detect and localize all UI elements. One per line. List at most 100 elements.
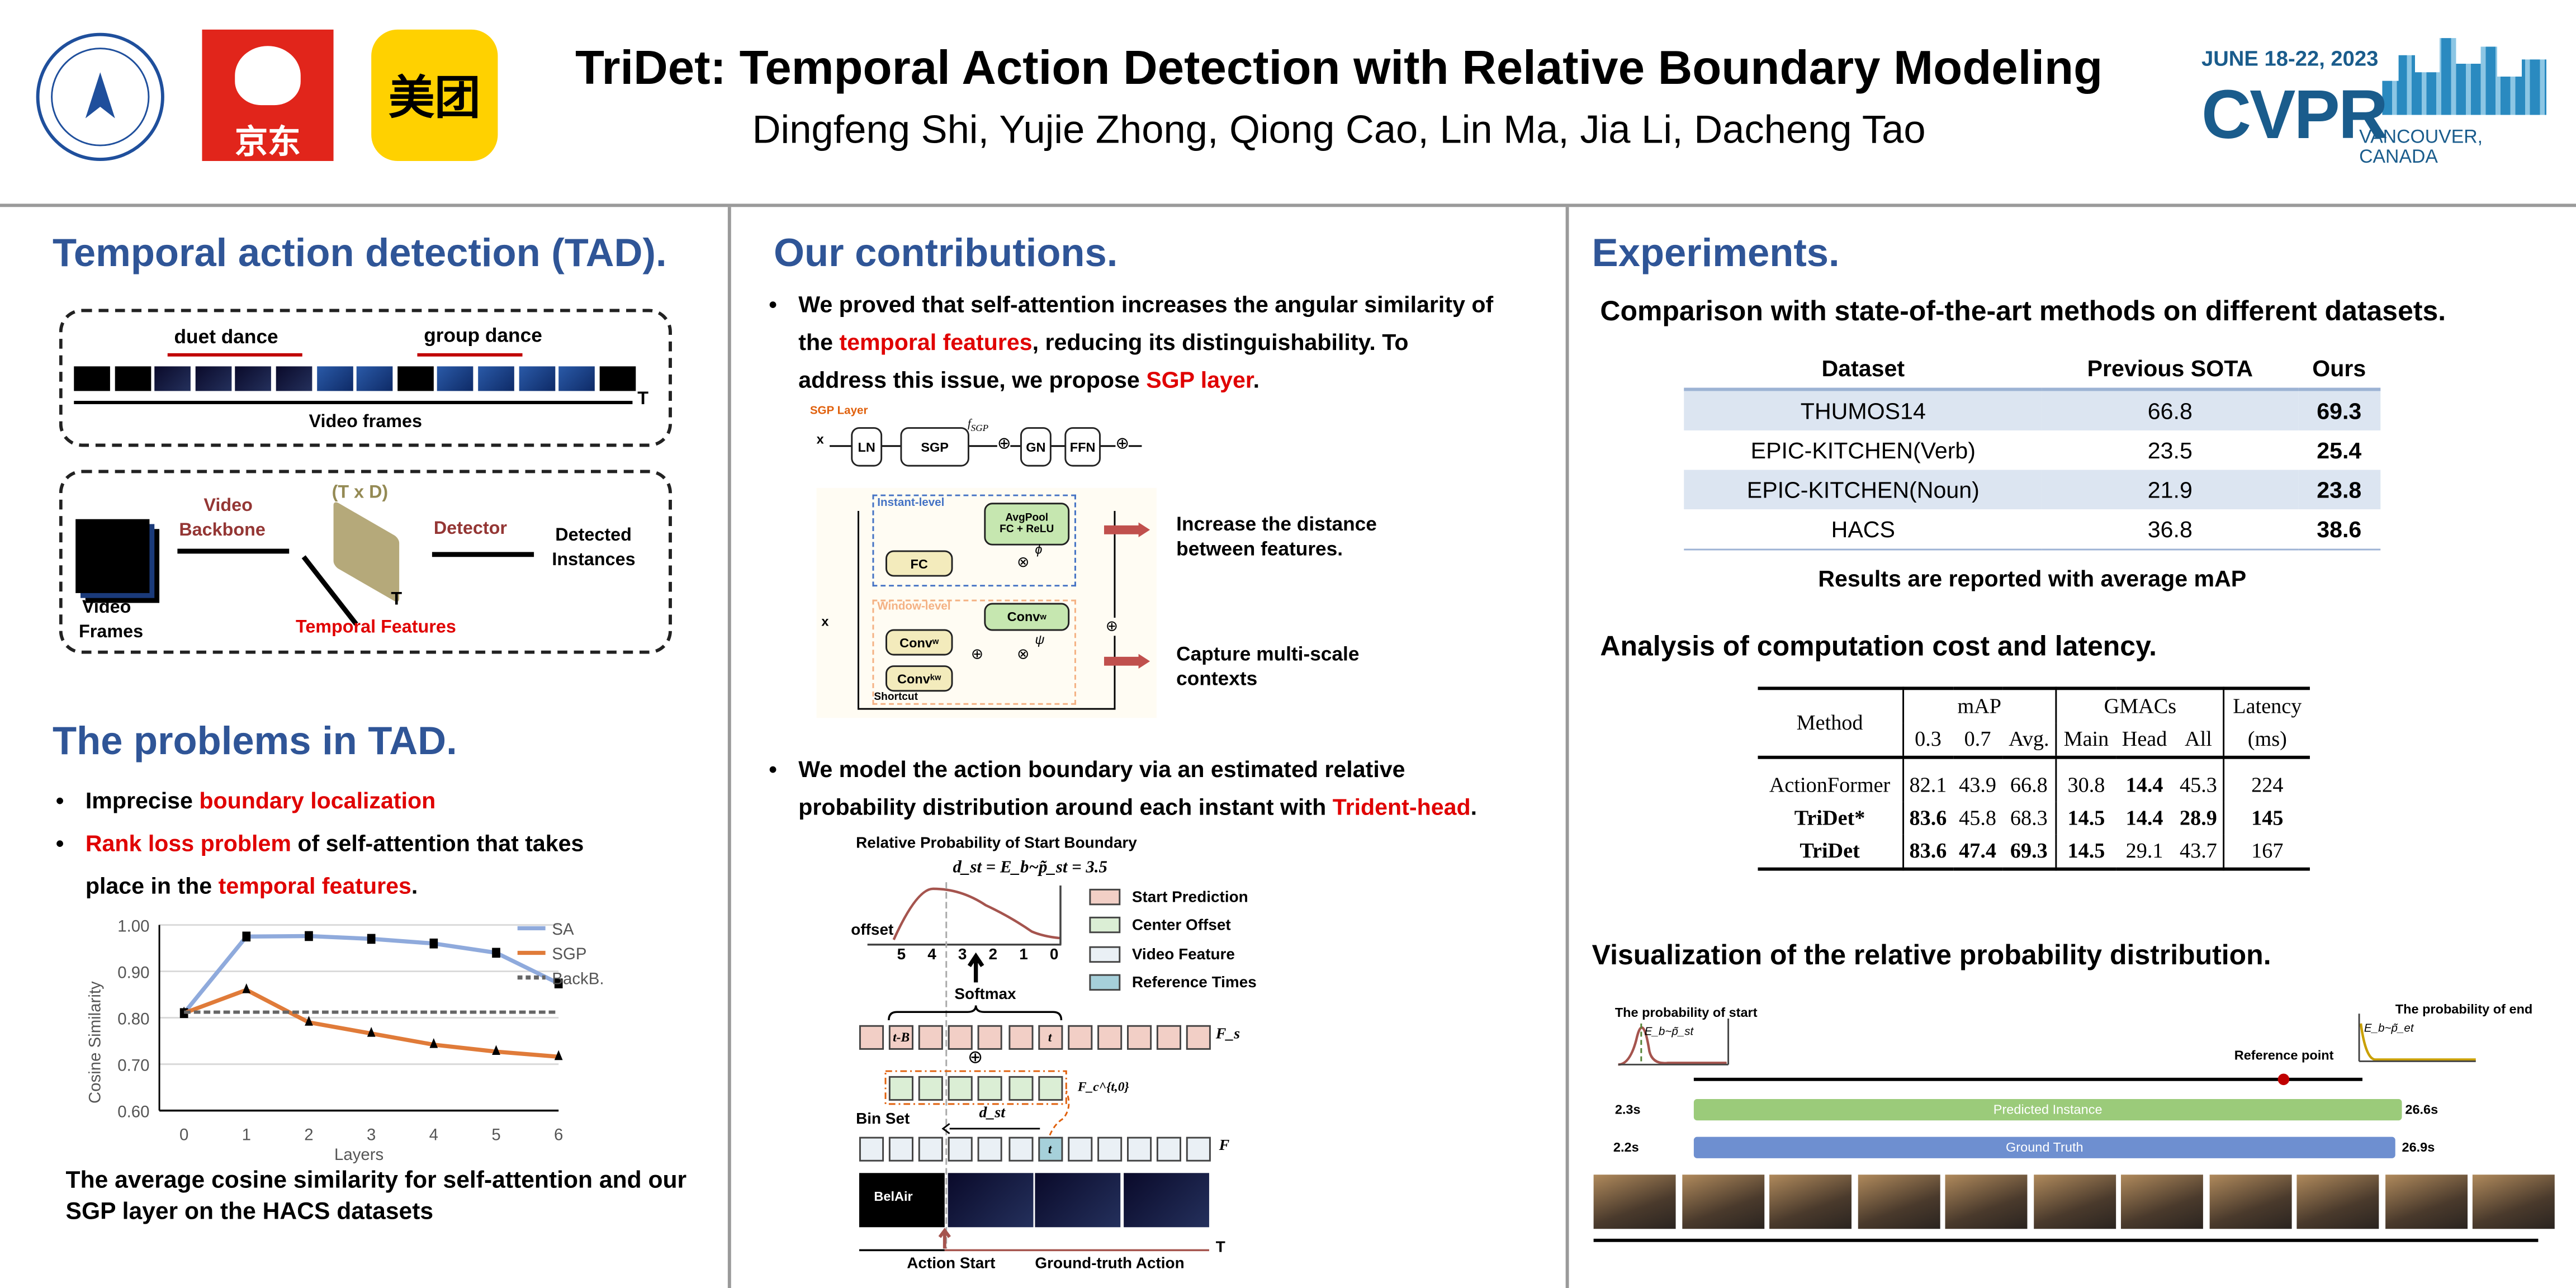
legend-reference-times: Reference Times: [1089, 974, 1257, 992]
data-point: [492, 948, 500, 958]
up-arrow-icon: [967, 952, 984, 983]
chart-caption: The average cosine similarity for self-a…: [66, 1167, 687, 1229]
jd-logo: 京东: [202, 29, 334, 162]
gn-block: GN: [1020, 427, 1052, 467]
caption-line: The average cosine similarity for self-a…: [65, 1168, 687, 1195]
video-feature-cell: [1007, 1137, 1033, 1162]
table-cell: 14.5: [2055, 802, 2116, 835]
legend-video-feature: Video Feature: [1089, 946, 1235, 964]
ffn-block: FFN: [1064, 427, 1101, 467]
duet-arrow: [167, 353, 302, 357]
softmax-brace: [888, 1005, 1063, 1021]
data-point: [429, 1038, 438, 1048]
y-tick-label: 0.70: [117, 1056, 149, 1074]
phi-label: ϕ: [1035, 542, 1043, 557]
video-frame: [2472, 1175, 2555, 1229]
col-header: mAP: [1901, 688, 2057, 723]
start-prediction-cell: [1067, 1025, 1092, 1050]
offset-tick: 3: [958, 946, 967, 965]
highlight: Trident-head: [1332, 793, 1471, 820]
problem-bullet-cont: place in the temporal features.: [86, 868, 418, 906]
detector-label: Detector: [433, 519, 507, 539]
detected-instances: Instances: [552, 550, 636, 570]
add-icon: ⊕: [1105, 617, 1118, 636]
sgp-layer-label: SGP Layer: [809, 405, 868, 418]
data-point: [242, 983, 251, 993]
data-point: [554, 1050, 563, 1060]
instant-level-box: [872, 494, 1076, 587]
detected-instances: Detected: [555, 525, 632, 546]
reference-point-label: Reference point: [2234, 1048, 2334, 1063]
center-offset-box: [884, 1070, 1067, 1105]
bullet-highlight: temporal features: [218, 872, 411, 899]
start-prediction-cell: [918, 1025, 944, 1050]
start-prediction-cell: [978, 1025, 1003, 1050]
bullet-highlight: Rank loss problem: [85, 830, 291, 856]
text: We model the action boundary via an esti…: [798, 755, 1405, 782]
video-frame: [316, 366, 353, 391]
fc-block: FC: [886, 550, 953, 577]
action-start-arrow: [938, 1228, 951, 1249]
video-frame: [1593, 1175, 1676, 1229]
table-cell: EPIC-KITCHEN(Verb): [1750, 437, 1976, 463]
group-arrow: [417, 353, 523, 357]
table-cell: 14.4: [2125, 772, 2163, 797]
table-cell: 66.8: [2147, 397, 2193, 424]
detector-arrow: [432, 552, 534, 557]
cvpr-location: VANCOUVER, CANADA: [2359, 128, 2483, 168]
add-icon: ⊕: [1115, 435, 1130, 454]
window-level-label: Window-level: [877, 601, 951, 613]
video-frame: [1681, 1175, 1764, 1229]
poster-title: TriDet: Temporal Action Detection with R…: [575, 42, 2103, 96]
sgp-block: SGP: [900, 427, 969, 467]
authors: Dingfeng Shi, Yujie Zhong, Qiong Cao, Li…: [752, 108, 1926, 153]
legend-label: BackB.: [552, 969, 604, 988]
video-frame: [478, 366, 514, 391]
backbone-label: Video: [203, 496, 253, 516]
trident-lines: [859, 882, 1209, 1252]
video-frame: [1035, 1173, 1121, 1228]
video-frame: [558, 366, 595, 391]
x-tick-label: 0: [179, 1126, 188, 1144]
sub-header: Head: [2122, 726, 2167, 751]
video-feature-cell: [859, 1137, 884, 1162]
sgp-diagram: SGP Layer x LN SGP fSGP ⊕ GN FFN ⊕ Insta…: [810, 402, 1163, 719]
start-prediction-cell: [1186, 1025, 1211, 1050]
softmax-label: Softmax: [954, 986, 1016, 1004]
offset-tick: 1: [1019, 946, 1028, 965]
buaa-logo: [36, 32, 164, 162]
visualization-title: Visualization of the relative probabilit…: [1592, 939, 2271, 971]
data-point: [429, 938, 438, 949]
time-axis: [74, 401, 633, 404]
fc-label: F_c^{t,0}: [1077, 1079, 1129, 1095]
series-line-sa: [182, 934, 560, 1015]
table-cell: HACS: [1831, 515, 1895, 542]
offset-tick: 5: [897, 946, 906, 965]
video-frame: [518, 366, 555, 391]
video-frame: [2296, 1175, 2379, 1229]
text: .: [1470, 793, 1478, 820]
bullet-text: .: [411, 872, 418, 899]
table-cell: 45.3: [2180, 772, 2217, 797]
x-tick-label: 5: [491, 1126, 500, 1144]
table-header: Dataset Previous SOTA Ours: [1684, 348, 2381, 390]
predicted-instance-bar: Predicted Instance: [1693, 1099, 2402, 1121]
video-frame: [2209, 1175, 2291, 1229]
center-offset-cell: [978, 1076, 1003, 1101]
txd-label: (T x D): [332, 483, 389, 503]
pred-start: 2.3s: [1614, 1102, 1641, 1117]
sub-header: 0.3: [1901, 723, 1953, 757]
start-prediction-cell: [859, 1025, 884, 1050]
center-offset-cell: [918, 1076, 944, 1101]
sub-header: All: [2185, 726, 2212, 751]
start-prediction-cell: t: [1038, 1025, 1063, 1050]
caption-line: SGP layer on the HACS datasets: [65, 1199, 434, 1226]
ground-truth-bar: Ground Truth: [1693, 1137, 2395, 1158]
table-cell: 82.1: [1901, 757, 1953, 802]
col-header: Method: [1796, 709, 1863, 735]
shortcut-line: [858, 510, 1116, 710]
ln-block: LN: [851, 427, 883, 467]
